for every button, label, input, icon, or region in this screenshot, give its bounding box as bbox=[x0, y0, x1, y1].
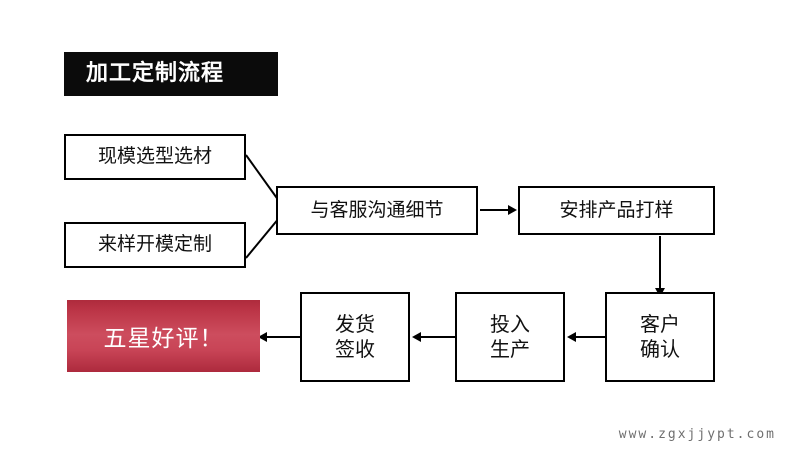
node-production[interactable]: 投入 生产 bbox=[455, 292, 565, 382]
node-sample-mold[interactable]: 来样开模定制 bbox=[64, 222, 246, 268]
connector-confirm-to-production bbox=[569, 336, 605, 338]
node-ship-sign[interactable]: 发货 签收 bbox=[300, 292, 410, 382]
connector-production-to-ship bbox=[414, 336, 455, 338]
node-customer-confirm[interactable]: 客户 确认 bbox=[605, 292, 715, 382]
node-five-star[interactable]: 五星好评！ bbox=[67, 300, 260, 372]
arrowhead-left-icon bbox=[412, 332, 421, 342]
page-title: 加工定制流程 bbox=[64, 52, 278, 96]
section-header: 加工定制流程 bbox=[20, 52, 278, 96]
node-communicate[interactable]: 与客服沟通细节 bbox=[276, 186, 478, 235]
connector-sample-to-confirm bbox=[659, 236, 661, 290]
watermark-url: www.zgxjjypt.com bbox=[618, 427, 776, 442]
node-mold-select[interactable]: 现模选型选材 bbox=[64, 134, 246, 180]
triangle-down-icon bbox=[20, 52, 64, 96]
arrowhead-left-icon bbox=[567, 332, 576, 342]
arrowhead-left-icon bbox=[258, 332, 267, 342]
connector-communicate-to-sample bbox=[480, 209, 510, 211]
arrowhead-right-icon bbox=[508, 205, 517, 215]
node-arrange-sample[interactable]: 安排产品打样 bbox=[518, 186, 715, 235]
connector-ship-to-fivestar bbox=[262, 336, 300, 338]
